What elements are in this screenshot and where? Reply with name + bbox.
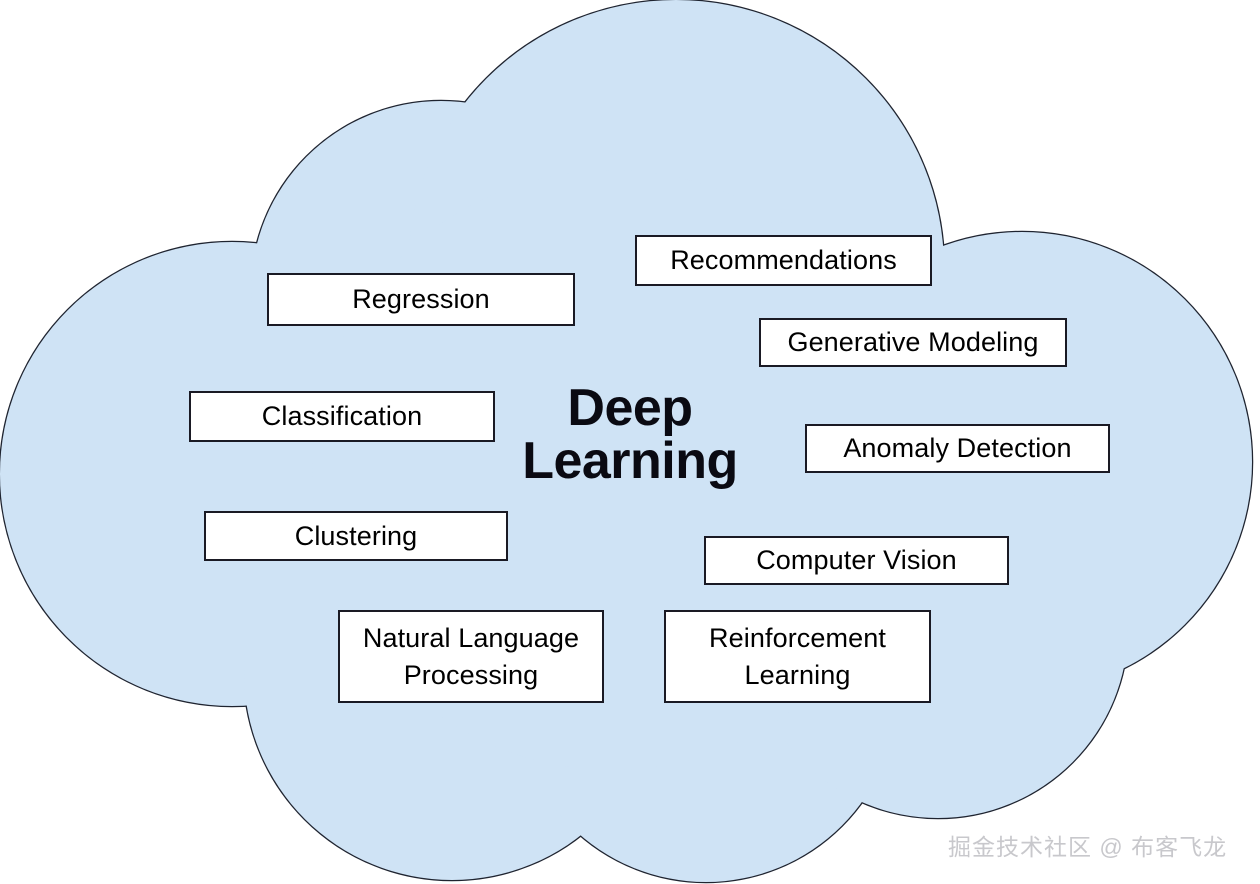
label-box-reinforcement-learning[interactable]: Reinforcement Learning [664,610,931,703]
label-text: Anomaly Detection [843,433,1072,464]
label-box-anomaly-detection[interactable]: Anomaly Detection [805,424,1110,473]
watermark-text: 掘金技术社区 @ 布客飞龙 [948,834,1228,860]
label-text: Classification [261,401,423,432]
label-box-computer-vision[interactable]: Computer Vision [704,536,1009,585]
label-text: Clustering [294,520,418,551]
label-box-regression[interactable]: Regression [267,273,575,326]
label-text: Recommendations [670,245,897,276]
label-text: Generative Modeling [787,327,1039,358]
label-box-recommendations[interactable]: Recommendations [635,235,932,286]
page-title: Deep Learning [522,378,738,490]
label-box-classification[interactable]: Classification [189,391,495,442]
label-box-generative-modeling[interactable]: Generative Modeling [759,318,1067,367]
label-text: Reinforcement Learning [709,623,886,690]
label-box-clustering[interactable]: Clustering [204,511,508,561]
label-text: Natural Language Processing [362,623,580,690]
label-text: Regression [352,284,490,315]
label-text: Computer Vision [756,545,957,576]
label-box-natural-language-processing[interactable]: Natural Language Processing [338,610,604,703]
